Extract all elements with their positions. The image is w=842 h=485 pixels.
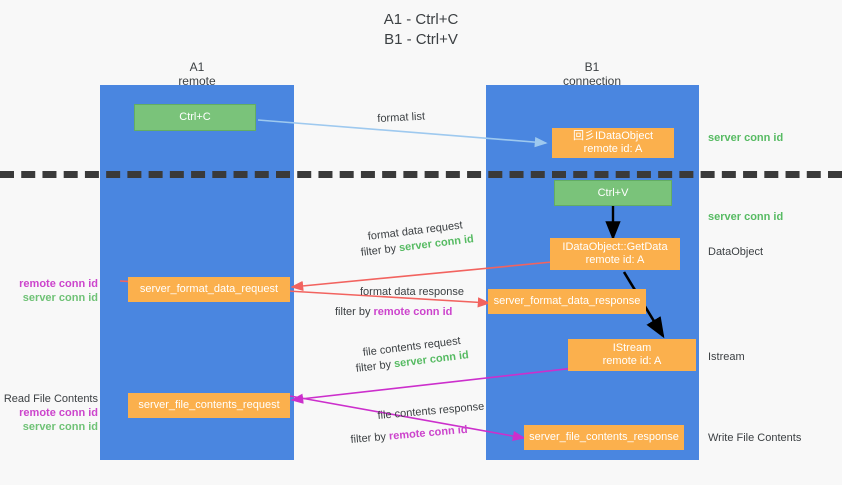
- column-header-b1-sub: connection: [562, 74, 622, 88]
- box-ctrl-v[interactable]: Ctrl+V: [554, 180, 672, 206]
- box-istream[interactable]: IStream remote id: A: [568, 339, 696, 371]
- page-title: A1 - Ctrl+C B1 - Ctrl+V: [0, 10, 842, 50]
- note-server-conn-id-top: server conn id: [708, 132, 784, 144]
- arrow-format-data-request: [290, 261, 553, 292]
- box-server-format-data-request-label: server_format_data_request: [139, 283, 279, 295]
- left-note-read-file-contents: Read File Contents: [3, 393, 98, 405]
- box-getdata-line1: IDataObject::GetData: [562, 241, 668, 253]
- box-istream-line2: remote id: A: [602, 355, 662, 367]
- column-header-a1: A1 remote: [147, 60, 247, 88]
- phase-divider: [0, 171, 842, 178]
- box-server-format-data-response-label: server_format_data_response: [493, 295, 641, 307]
- box-idataobject[interactable]: 回彡IDataObject remote id: A: [552, 128, 674, 158]
- column-header-a1-name: A1: [189, 60, 205, 74]
- box-server-file-contents-request[interactable]: server_file_contents_request: [128, 393, 290, 418]
- left-note-remote-conn-id-2: remote conn id: [19, 407, 98, 419]
- caption-format-list: format list: [377, 110, 426, 125]
- box-server-file-contents-response-label: server_file_contents_response: [529, 431, 679, 443]
- left-note-server-conn-id-2: server conn id: [22, 421, 98, 433]
- box-ctrl-c-label: Ctrl+C: [179, 111, 211, 123]
- title-line-2: B1 - Ctrl+V: [384, 31, 458, 48]
- box-server-format-data-response[interactable]: server_format_data_response: [488, 289, 646, 314]
- left-note-read-file-contents-group: Read File Contents remote conn id server…: [0, 392, 98, 434]
- box-server-file-contents-response[interactable]: server_file_contents_response: [524, 425, 684, 450]
- title-line-1: A1 - Ctrl+C: [383, 11, 459, 28]
- caption-format-data-response: format data response: [360, 286, 464, 298]
- note-dataobject: DataObject: [708, 246, 764, 258]
- note-write-file-contents: Write File Contents: [708, 432, 802, 444]
- caption-format-data-response-filter: filter by remote conn id: [335, 305, 452, 319]
- box-ctrl-v-label: Ctrl+V: [597, 186, 629, 199]
- box-getdata-line2: remote id: A: [585, 254, 645, 266]
- arrow-file-contents-response: [289, 395, 526, 442]
- left-note-remote-conn-id-1: remote conn id: [19, 278, 98, 290]
- column-header-b1: B1 connection: [542, 60, 642, 88]
- caption-format-data-response-filter-value: remote conn id: [373, 306, 453, 318]
- box-server-format-data-request[interactable]: server_format_data_request: [128, 277, 290, 302]
- caption-format-data-response-filter-prefix: filter by: [335, 306, 374, 318]
- left-note-conn-ids-1: remote conn id server conn id: [0, 277, 98, 305]
- note-server-conn-id-mid: server conn id: [708, 211, 784, 223]
- box-ctrl-c[interactable]: Ctrl+C: [134, 104, 256, 131]
- box-istream-line1: IStream: [612, 342, 652, 354]
- column-header-a1-sub: remote: [178, 74, 216, 88]
- box-idataobject-line2: remote id: A: [583, 143, 643, 155]
- caption-file-contents-response-filter-prefix: filter by: [350, 430, 390, 446]
- column-header-b1-name: B1: [584, 60, 600, 74]
- box-server-file-contents-request-label: server_file_contents_request: [138, 399, 280, 411]
- note-istream: Istream: [708, 351, 745, 363]
- box-getdata[interactable]: IDataObject::GetData remote id: A: [550, 238, 680, 270]
- arrow-format-list: [257, 119, 548, 148]
- box-idataobject-line1: 回彡IDataObject: [572, 130, 654, 142]
- left-note-server-conn-id-1: server conn id: [22, 292, 98, 304]
